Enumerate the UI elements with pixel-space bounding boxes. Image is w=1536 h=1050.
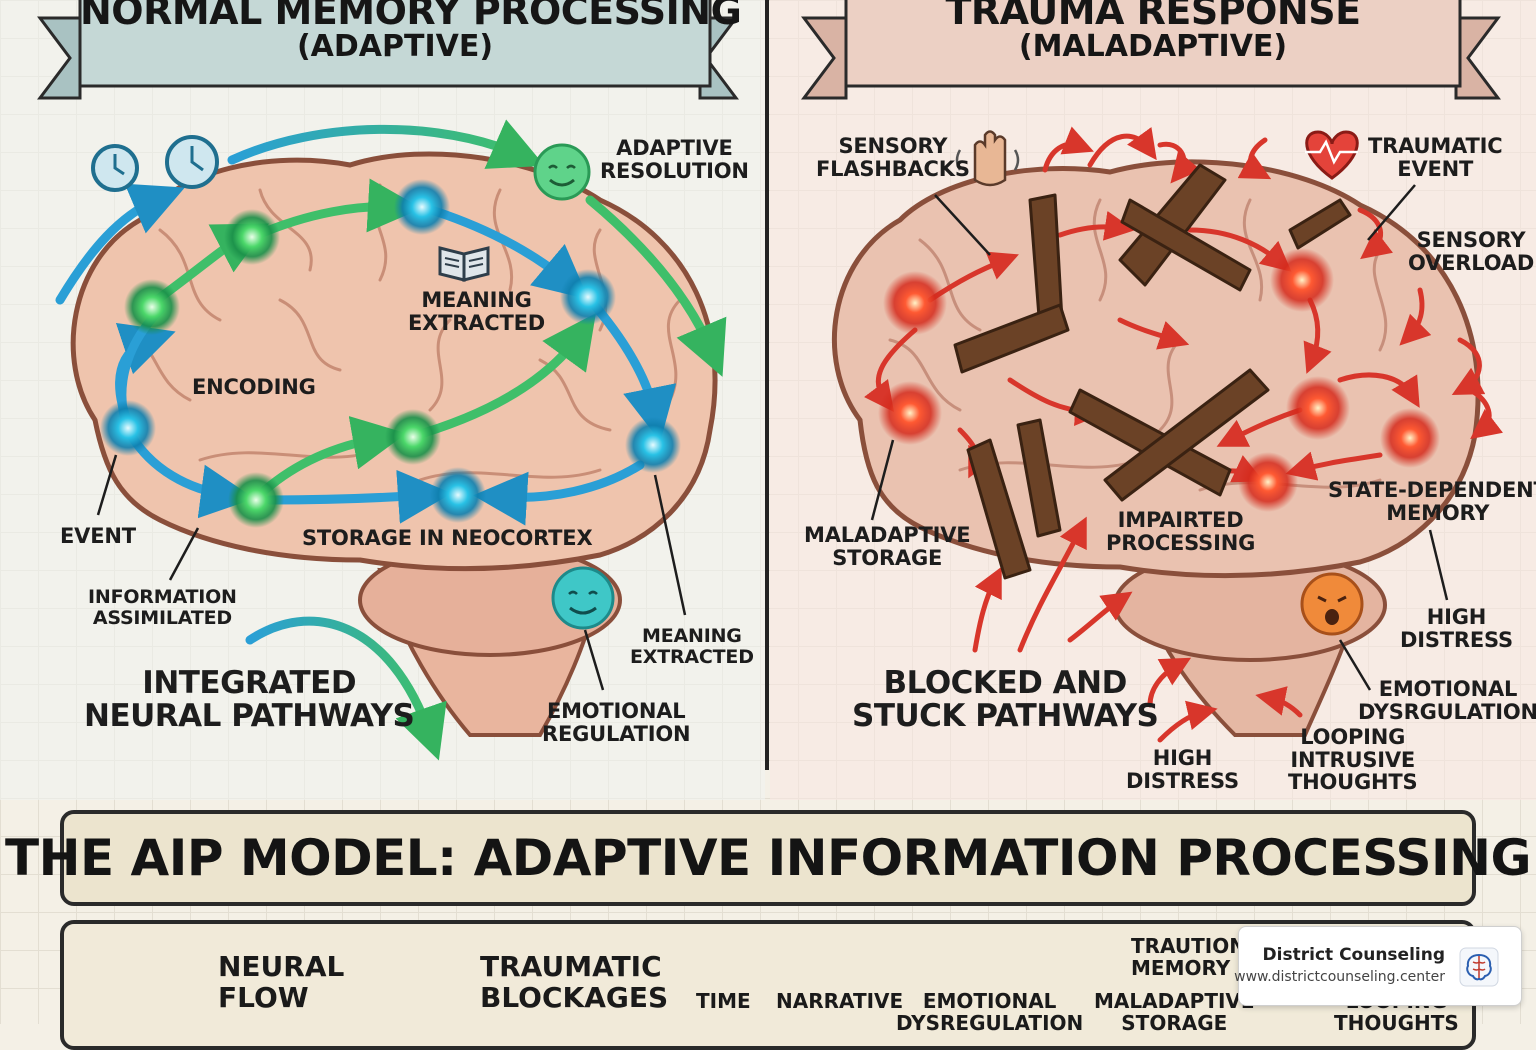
maladaptive-banner [801,0,1501,100]
maladaptive-title: TRAUMA RESPONSE [945,0,1361,33]
heart-pulse-icon [1305,130,1359,180]
leader-lines [870,184,1449,691]
hand-icon [955,130,1020,187]
distress-face-icon [1300,572,1364,636]
main-title: THE AIP MODEL: ADAPTIVE INFORMATION PROC… [5,829,1531,887]
trauma-nodes [878,248,1440,512]
leader-lines [96,454,687,691]
clock-icon [91,144,139,192]
neural-flow-arrows [55,119,727,761]
adaptive-banner-text: NORMAL MEMORY PROCESSING (ADAPTIVE) [80,0,742,64]
book-icon [438,246,490,282]
smiley-icon [533,143,591,201]
legend-narrative: NARRATIVE [776,989,904,1013]
label-storage-neocortex: STORAGE IN NEOCORTEX [302,526,593,550]
label-event: EVENT [60,524,136,548]
smiley-icon [551,566,615,630]
label-encoding: ENCODING [192,375,316,399]
traumatic-blockages [953,163,1352,580]
brain-logo-icon [1459,947,1499,987]
attribution-card[interactable]: District Counseling www.districtcounseli… [1234,926,1522,1006]
attribution-url[interactable]: www.districtcounseling.center [1234,969,1445,985]
maladaptive-banner-text: TRAUMA RESPONSE (MALADAPTIVE) [846,0,1460,63]
adaptive-title: NORMAL MEMORY PROCESSING [80,0,742,33]
maladaptive-subtitle: (MALADAPTIVE) [1018,29,1288,64]
attribution-name: District Counseling [1262,945,1445,965]
adaptive-subtitle: (ADAPTIVE) [296,29,494,64]
panel-divider [765,0,769,770]
diagram-artwork [37,0,1504,1024]
trauma-flow-arrows [864,126,1504,743]
adaptive-banner [37,0,739,100]
legend-time: TIME [696,989,751,1013]
clock-icon [165,135,219,189]
aip-title-box: THE AIP MODEL: ADAPTIVE INFORMATION PROC… [5,810,1531,906]
neural-nodes [100,179,681,528]
